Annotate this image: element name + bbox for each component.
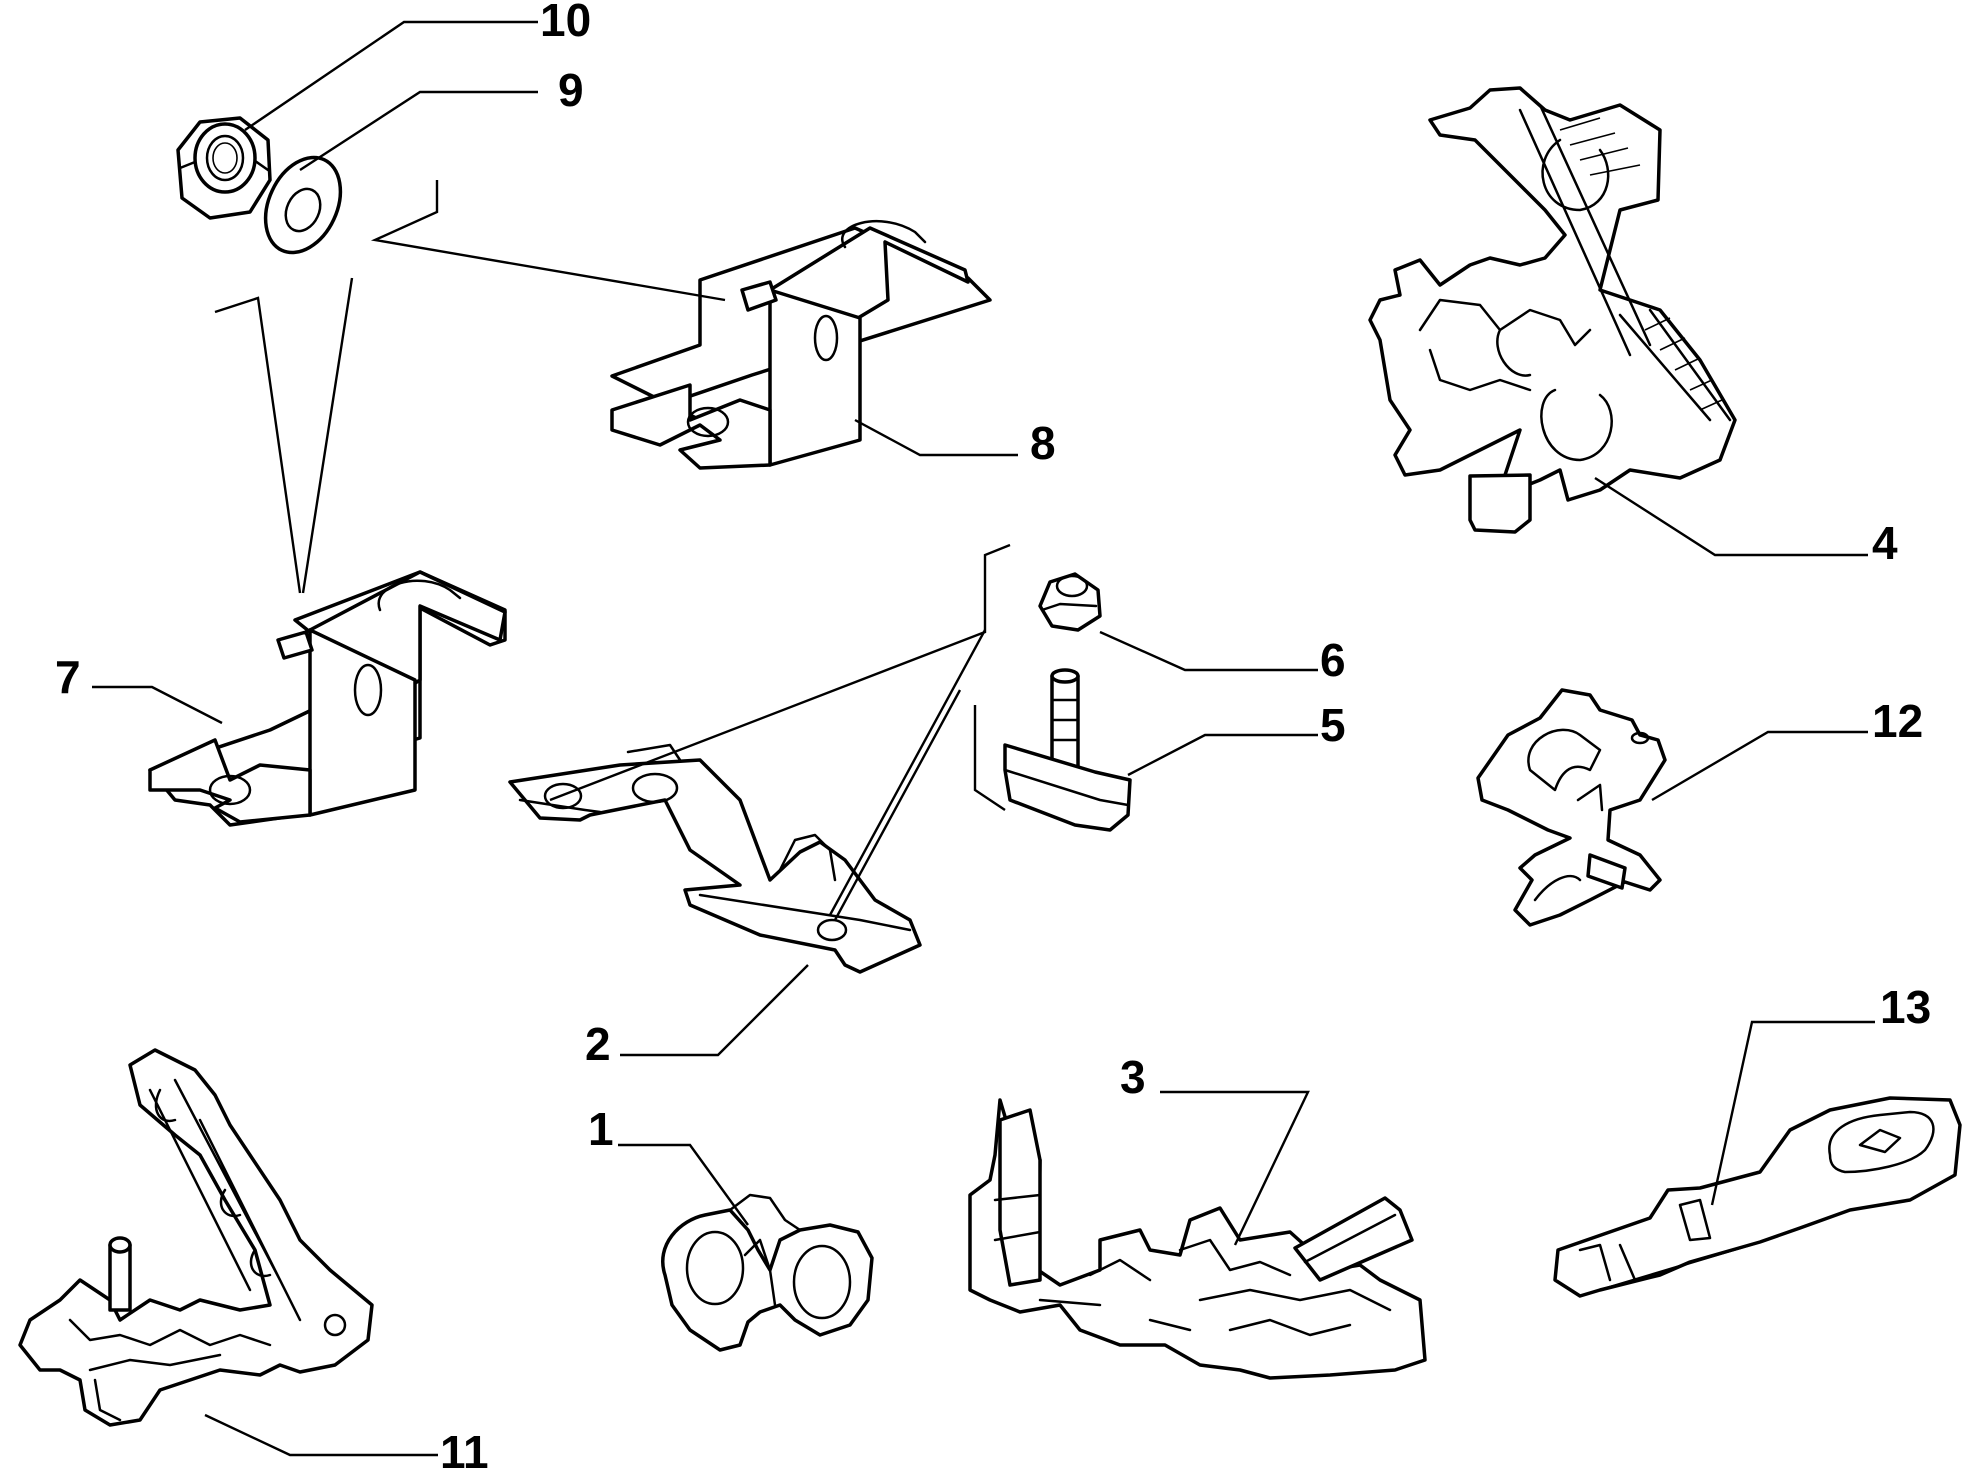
part-1-double-clip: [661, 1193, 874, 1352]
callout-leaders: [92, 20, 1875, 1457]
callout-12: 12: [1872, 695, 1923, 747]
callout-1: 1: [588, 1103, 614, 1155]
part-8-upper-bracket: [610, 219, 992, 470]
callout-4: 4: [1872, 517, 1898, 569]
assembly-guide-lines: [214, 180, 1011, 921]
part-2-plate-bracket: [508, 743, 922, 974]
part-5-t-bolt: [1003, 668, 1132, 832]
callout-11: 11: [440, 1426, 489, 1470]
callout-5: 5: [1320, 699, 1346, 751]
part-13-strap-clip: [1553, 1096, 1962, 1298]
callout-2: 2: [585, 1018, 611, 1070]
part-10-flange-nut: [176, 116, 272, 220]
part-3-fuse-bracket: [968, 1098, 1427, 1380]
part-12-small-clip: [1476, 688, 1667, 927]
callout-7: 7: [55, 651, 81, 703]
part-9-washer: [263, 155, 343, 255]
callout-13: 13: [1880, 981, 1931, 1033]
part-11-stud-clip-assembly: [18, 1048, 374, 1427]
callout-6: 6: [1320, 634, 1346, 686]
callout-10: 10: [540, 0, 591, 46]
callout-8: 8: [1030, 417, 1056, 469]
callout-9: 9: [558, 64, 584, 116]
part-4-clip-assembly: [1368, 86, 1737, 534]
part-7-lower-bracket: [148, 570, 507, 827]
part-6-nut: [1038, 572, 1102, 632]
callout-labels: 10 9 8 4 6 5 12 7 2 1 3 13 11: [55, 0, 1931, 1470]
callout-3: 3: [1120, 1051, 1146, 1103]
